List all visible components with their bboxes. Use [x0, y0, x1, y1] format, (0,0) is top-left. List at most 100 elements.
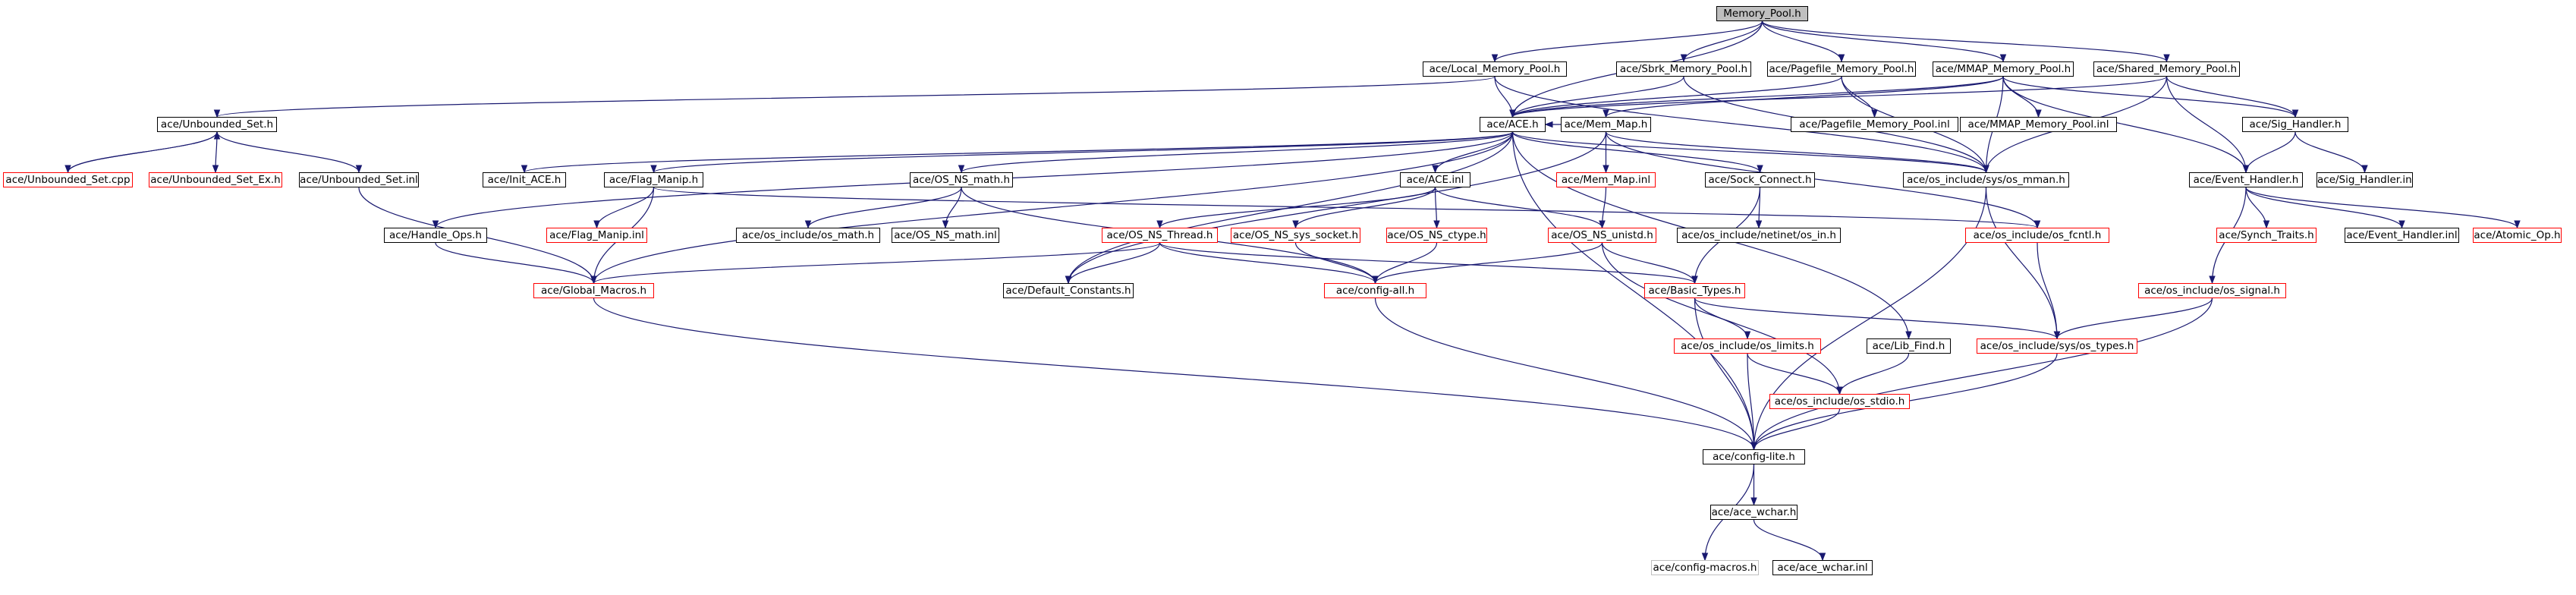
- edge-local-memory-pool-h-to-os-mman-h: [1494, 76, 1987, 173]
- node-flag-manip-h[interactable]: ace/Flag_Manip.h: [604, 172, 703, 187]
- node-os-ns-math-h[interactable]: ace/OS_NS_math.h: [910, 172, 1013, 187]
- edge-arrowhead: [1509, 109, 1516, 118]
- node-pagefile-memory-pool-inl[interactable]: ace/Pagefile_Memory_Pool.inl: [1791, 117, 1958, 132]
- node-pagefile-memory-pool-h[interactable]: ace/Pagefile_Memory_Pool.h: [1767, 61, 1916, 77]
- edge-sig-handler-h-to-event-handler-h: [2245, 131, 2296, 173]
- edge-arrowhead: [521, 165, 528, 174]
- node-memory-pool-h: Memory_Pool.h: [1716, 6, 1808, 21]
- edge-sbrk-memory-pool-h-to-ace-h: [1511, 76, 1684, 118]
- edge-mmap-memory-pool-h-to-mmap-memory-pool-inl: [2002, 76, 2040, 118]
- node-os-ns-unistd-h[interactable]: ace/OS_NS_unistd.h: [1548, 228, 1656, 243]
- node-os-signal-h[interactable]: ace/os_include/os_signal.h: [2138, 283, 2286, 298]
- node-os-stdio-h[interactable]: ace/os_include/os_stdio.h: [1769, 394, 1910, 409]
- edge-memory-pool-h-to-pagefile-memory-pool-h: [1761, 20, 1842, 62]
- node-sig-handler-h[interactable]: ace/Sig_Handler.h: [2242, 117, 2348, 132]
- edge-arrowhead: [2033, 220, 2041, 229]
- edge-ace-inl-to-os-ns-thread-h: [1159, 187, 1436, 228]
- node-handle-ops-h[interactable]: ace/Handle_Ops.h: [384, 228, 487, 243]
- node-mmap-memory-pool-h[interactable]: ace/MMAP_Memory_Pool.h: [1933, 61, 2074, 77]
- edge-arrowhead: [593, 220, 600, 229]
- node-local-memory-pool-h[interactable]: ace/Local_Memory_Pool.h: [1423, 61, 1567, 77]
- node-basic-types-h[interactable]: ace/Basic_Types.h: [1644, 283, 1745, 298]
- edge-ace-h-to-ace-inl: [1434, 131, 1514, 173]
- edge-os-ns-thread-h-to-basic-types-h: [1159, 242, 1696, 284]
- edge-ace-h-to-os-mman-h: [1511, 131, 1987, 173]
- edge-mmap-memory-pool-h-to-ace-h: [1511, 76, 2004, 118]
- node-sig-handler-inl[interactable]: ace/Sig_Handler.inl: [2317, 172, 2413, 187]
- node-synch-traits-h[interactable]: ace/Synch_Traits.h: [2216, 228, 2317, 243]
- edge-ace-inl-to-os-ns-unistd-h: [1434, 187, 1603, 228]
- edge-arrowhead: [2209, 275, 2216, 285]
- node-ace-inl[interactable]: ace/ACE.inl: [1400, 172, 1470, 187]
- node-config-all-h[interactable]: ace/config-all.h: [1324, 283, 1426, 298]
- edge-basic-types-h-to-os-limits-h: [1694, 298, 1748, 339]
- node-os-ns-math-inl[interactable]: ace/OS_NS_math.inl: [892, 228, 999, 243]
- node-os-ns-sys-socket-h[interactable]: ace/OS_NS_sys_socket.h: [1231, 228, 1360, 243]
- node-lib-find-h[interactable]: ace/Lib_Find.h: [1867, 338, 1951, 354]
- edge-ace-h-to-config-lite-h: [1511, 131, 1755, 450]
- edge-arrowhead: [1871, 109, 1878, 118]
- edge-mmap-memory-pool-h-to-mem-map-h: [1605, 76, 2004, 118]
- edge-arrowhead: [1491, 54, 1499, 63]
- edge-arrowhead: [1433, 220, 1440, 229]
- node-default-constants-h[interactable]: ace/Default_Constants.h: [1003, 283, 1134, 298]
- node-os-in-h[interactable]: ace/os_include/netinet/os_in.h: [1677, 228, 1841, 243]
- node-os-ns-thread-h[interactable]: ace/OS_NS_Thread.h: [1102, 228, 1218, 243]
- edge-memory-pool-h-to-sbrk-memory-pool-h: [1683, 20, 1763, 62]
- edge-arrowhead: [1372, 275, 1379, 285]
- edge-event-handler-h-to-atomic-op-h: [2245, 187, 2518, 228]
- edge-arrowhead: [1983, 165, 1989, 174]
- edge-arrowhead: [1599, 220, 1606, 229]
- edge-arrowhead: [2053, 331, 2061, 340]
- edge-arrowhead: [2514, 220, 2521, 229]
- node-ace-wchar-inl[interactable]: ace/ace_wchar.inl: [1772, 560, 1873, 575]
- node-sock-connect-h[interactable]: ace/Sock_Connect.h: [1705, 172, 1815, 187]
- edge-ace-h-to-os-ns-math-h: [961, 131, 1514, 173]
- node-unbounded-set-ex-h[interactable]: ace/Unbounded_Set_Ex.h: [149, 172, 282, 187]
- edge-arrowhead: [590, 275, 597, 285]
- node-config-macros-h[interactable]: ace/config-macros.h: [1651, 560, 1759, 575]
- edge-os-signal-h-to-config-lite-h: [1753, 298, 2213, 450]
- node-mmap-memory-pool-inl[interactable]: ace/MMAP_Memory_Pool.inl: [1960, 117, 2117, 132]
- node-init-ace-h[interactable]: ace/Init_ACE.h: [483, 172, 566, 187]
- edge-os-ns-thread-h-to-global-macros-h: [593, 242, 1161, 284]
- edge-local-memory-pool-h-to-unbounded-set-h: [216, 76, 1496, 118]
- node-unbounded-set-h[interactable]: ace/Unbounded_Set.h: [157, 117, 277, 132]
- edge-arrowhead: [1691, 275, 1698, 285]
- node-os-limits-h[interactable]: ace/os_include/os_limits.h: [1674, 338, 1821, 354]
- node-config-lite-h[interactable]: ace/config-lite.h: [1703, 449, 1805, 464]
- node-event-handler-h[interactable]: ace/Event_Handler.h: [2189, 172, 2303, 187]
- node-unbounded-set-cpp[interactable]: ace/Unbounded_Set.cpp: [3, 172, 133, 187]
- edge-mem-map-h-to-os-mman-h: [1605, 131, 1987, 173]
- edge-arrowhead: [2263, 220, 2270, 229]
- node-atomic-op-h[interactable]: ace/Atomic_Op.h: [2473, 228, 2562, 243]
- edge-arrowhead: [1905, 331, 1912, 340]
- node-os-types-h[interactable]: ace/os_include/sys/os_types.h: [1977, 338, 2137, 354]
- edge-os-mman-h-to-os-types-h: [1985, 187, 2058, 339]
- edge-ace-h-to-flag-manip-h: [653, 131, 1514, 173]
- edge-arrowhead: [2361, 165, 2368, 174]
- node-unbounded-set-inl[interactable]: ace/Unbounded_Set.inl: [299, 172, 419, 187]
- node-os-math-h[interactable]: ace/os_include/os_math.h: [736, 228, 880, 243]
- edge-arrowhead: [804, 220, 812, 229]
- edge-memory-pool-h-to-shared-memory-pool-h: [1761, 20, 2168, 62]
- node-shared-memory-pool-h[interactable]: ace/Shared_Memory_Pool.h: [2093, 61, 2240, 77]
- node-global-macros-h[interactable]: ace/Global_Macros.h: [533, 283, 654, 298]
- edge-memory-pool-h-to-mmap-memory-pool-h: [1761, 20, 2004, 62]
- node-sbrk-memory-pool-h[interactable]: ace/Sbrk_Memory_Pool.h: [1616, 61, 1751, 77]
- edge-memory-pool-h-to-local-memory-pool-h: [1494, 20, 1763, 62]
- node-event-handler-inl[interactable]: ace/Event_Handler.inl: [2345, 228, 2459, 243]
- edge-os-limits-h-to-os-stdio-h: [1747, 353, 1841, 395]
- edge-arrowhead: [1750, 442, 1757, 451]
- node-mem-map-h[interactable]: ace/Mem_Map.h: [1561, 117, 1651, 132]
- edge-arrowhead: [1432, 165, 1439, 174]
- edge-arrowhead: [1750, 497, 1757, 506]
- node-ace-h[interactable]: ace/ACE.h: [1480, 117, 1546, 132]
- edge-ace-h-to-init-ace-h: [524, 131, 1514, 173]
- node-os-fcntl-h[interactable]: ace/os_include/os_fcntl.h: [1965, 228, 2109, 243]
- node-flag-manip-inl[interactable]: ace/Flag_Manip.inl: [546, 228, 647, 243]
- node-os-mman-h[interactable]: ace/os_include/sys/os_mman.h: [1903, 172, 2069, 187]
- node-os-ns-ctype-h[interactable]: ace/OS_NS_ctype.h: [1386, 228, 1487, 243]
- node-ace-wchar-h[interactable]: ace/ace_wchar.h: [1710, 505, 1798, 520]
- node-mem-map-inl[interactable]: ace/Mem_Map.inl: [1556, 172, 1656, 187]
